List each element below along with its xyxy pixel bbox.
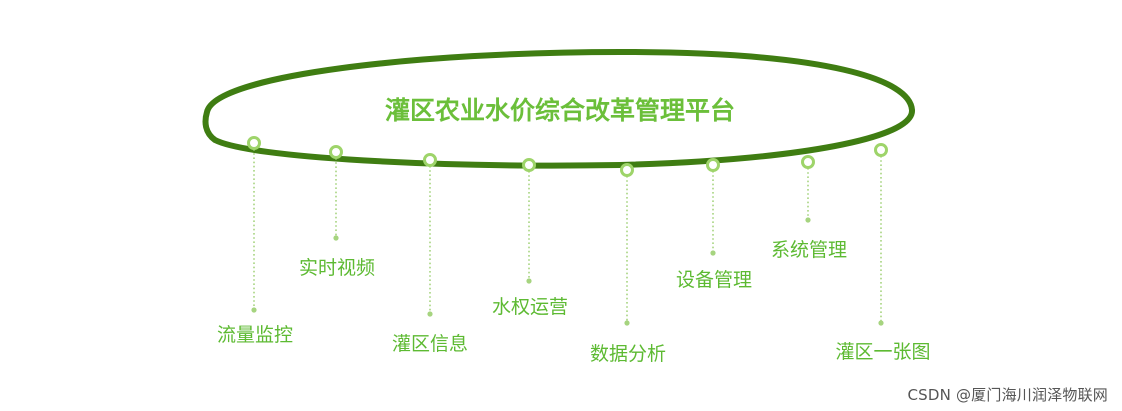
module-label: 设备管理 xyxy=(676,269,752,291)
connector-end-dot xyxy=(805,217,811,223)
platform-ellipse xyxy=(202,49,915,169)
module-label: 灌区信息 xyxy=(392,333,468,355)
module-label: 灌区一张图 xyxy=(835,341,930,363)
connector-end-dot xyxy=(878,320,884,326)
module-node xyxy=(801,155,815,169)
module-node xyxy=(620,163,634,177)
connector-end-dot xyxy=(333,235,339,241)
module-node xyxy=(874,143,888,157)
module-node xyxy=(522,158,536,172)
module-node xyxy=(423,153,437,167)
watermark-text: CSDN @厦门海川润泽物联网 xyxy=(907,386,1108,404)
module-label: 实时视频 xyxy=(299,257,375,279)
module-node xyxy=(247,136,261,150)
connector-end-dot xyxy=(251,307,257,313)
module-node xyxy=(329,145,343,159)
module-label: 数据分析 xyxy=(590,343,666,365)
module-node xyxy=(706,158,720,172)
connector-end-dot xyxy=(710,250,716,256)
connector-end-dot xyxy=(526,278,532,284)
module-label: 水权运营 xyxy=(492,296,568,318)
module-label: 系统管理 xyxy=(771,239,847,261)
connector-end-dot xyxy=(624,320,630,326)
module-label: 流量监控 xyxy=(217,324,293,346)
platform-title: 灌区农业水价综合改革管理平台 xyxy=(385,96,735,125)
connector-end-dot xyxy=(427,311,433,317)
